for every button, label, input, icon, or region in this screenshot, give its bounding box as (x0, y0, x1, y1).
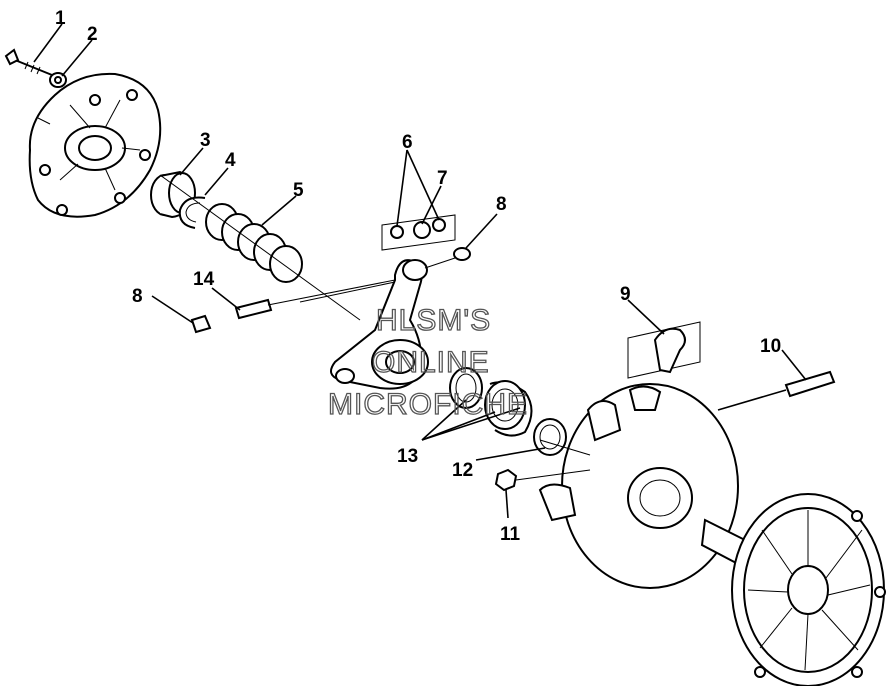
cover-plate (28, 72, 162, 218)
watermark-line-2: ONLINE (372, 346, 490, 379)
watermark: HLSM'S ONLINE MICROFICHE (327, 303, 528, 421)
callout-5: 5 (293, 180, 304, 201)
part-11-nut (494, 468, 518, 492)
part-8-bushing-upper (453, 247, 471, 261)
leader-lines (33, 23, 807, 519)
part-2-washer (49, 72, 67, 88)
part-14-pin (234, 298, 273, 320)
part-13-rings (449, 367, 533, 437)
callout-3: 3 (200, 130, 211, 151)
part-12-ring (533, 418, 567, 456)
callout-2: 2 (87, 24, 98, 45)
callout-14: 14 (193, 269, 215, 290)
part-1-bolt (4, 48, 53, 76)
callout-8-lower: 8 (132, 286, 143, 307)
part-4-snap-ring (178, 196, 206, 229)
callout-9: 9 (620, 284, 631, 305)
watermark-line-3: MICROFICHE (328, 388, 528, 421)
callout-1: 1 (55, 8, 66, 29)
part-9-bracket (627, 321, 701, 379)
callout-labels: 1 2 3 4 5 6 7 8 8 14 9 10 13 12 11 (55, 8, 781, 545)
part-10-pin (717, 370, 836, 411)
callout-10: 10 (760, 336, 781, 357)
callout-8-upper: 8 (496, 194, 507, 215)
watermark-line-1: HLSM'S (376, 304, 491, 337)
fixed-sheave (700, 493, 886, 686)
moveable-sheave (538, 383, 739, 589)
callout-4: 4 (225, 150, 236, 171)
callout-7: 7 (437, 168, 448, 189)
callout-6: 6 (402, 132, 413, 153)
callout-12: 12 (452, 460, 473, 481)
callout-11: 11 (500, 524, 521, 545)
part-8-bushing-lower (190, 314, 212, 334)
spider-arm-assembly (330, 259, 429, 390)
parts-6-7-inset (381, 214, 456, 251)
part-5-spring (205, 203, 303, 283)
alignment-lines (159, 174, 591, 481)
callout-13: 13 (397, 446, 418, 467)
